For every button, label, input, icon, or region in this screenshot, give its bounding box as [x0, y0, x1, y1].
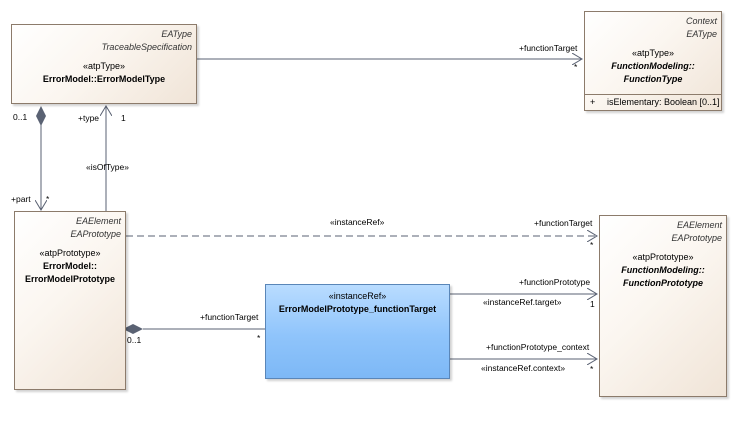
- class-error-model-prototype[interactable]: EAElement EAPrototype «atpPrototype» Err…: [14, 211, 126, 390]
- role-label: +functionPrototype_context: [486, 342, 590, 352]
- multiplicity-label: *: [257, 333, 261, 343]
- composition-diamond-left: [123, 324, 143, 334]
- stereotype-label: EAType: [161, 29, 192, 39]
- stereotype-label: «instanceRef.context»: [481, 363, 566, 373]
- class-kind: «atpType»: [82, 61, 126, 71]
- multiplicity-label: 0..1: [127, 335, 142, 345]
- class-kind: «atpPrototype»: [632, 252, 694, 262]
- class-kind: «atpPrototype»: [39, 248, 101, 258]
- multiplicity-label: 1: [590, 299, 595, 309]
- role-label: +functionPrototype: [519, 277, 591, 287]
- stereotype-label: Context: [685, 16, 717, 26]
- stereotype-label: «isOfType»: [86, 162, 129, 172]
- stereotype-label: EAElement: [75, 216, 121, 226]
- class-name-line: FunctionModeling::: [611, 61, 695, 71]
- class-instance-ref[interactable]: «instanceRef» ErrorModelPrototype_functi…: [265, 284, 450, 379]
- class-name-line: ErrorModel::: [43, 261, 97, 271]
- class-function-prototype[interactable]: EAElement EAPrototype «atpPrototype» Fun…: [599, 215, 727, 397]
- class-name-line: FunctionType: [623, 74, 683, 84]
- role-label: +functionTarget: [534, 218, 593, 228]
- stereotype-label: EAType: [686, 29, 717, 39]
- stereotype-label: «instanceRef»: [330, 217, 385, 227]
- role-label: +type: [78, 113, 100, 123]
- class-kind: «atpType»: [631, 48, 675, 58]
- class-name-line: FunctionPrototype: [623, 278, 703, 288]
- class-kind: «instanceRef»: [328, 291, 387, 301]
- stereotype-label: TraceableSpecification: [101, 42, 192, 52]
- role-label: +functionTarget: [200, 312, 259, 322]
- class-function-type[interactable]: Context EAType «atpType» FunctionModelin…: [584, 11, 722, 111]
- class-error-model-type[interactable]: EAType TraceableSpecification «atpType» …: [11, 24, 197, 104]
- class-name: ErrorModel::ErrorModelType: [42, 74, 166, 84]
- multiplicity-label: *: [574, 62, 578, 72]
- role-label: +functionTarget: [519, 43, 578, 53]
- multiplicity-label: 1: [121, 113, 126, 123]
- multiplicity-label: *: [590, 364, 594, 374]
- stereotype-label: EAElement: [676, 220, 722, 230]
- class-name: ErrorModelPrototype_functionTarget: [278, 304, 437, 314]
- role-label: +part: [11, 194, 31, 204]
- class-name-line: ErrorModelPrototype: [24, 274, 115, 284]
- attribute-visibility: +: [590, 97, 596, 107]
- multiplicity-label: *: [46, 194, 50, 204]
- stereotype-label: EAPrototype: [70, 229, 121, 239]
- stereotype-label: «instanceRef.target»: [483, 297, 562, 307]
- multiplicity-label: 0..1: [13, 112, 28, 122]
- attribute-compartment-divider: [585, 94, 721, 95]
- multiplicity-label: *: [590, 240, 594, 250]
- stereotype-label: EAPrototype: [671, 233, 722, 243]
- class-name-line: FunctionModeling::: [621, 265, 705, 275]
- composition-diamond-top: [36, 106, 46, 126]
- attribute-is-elementary[interactable]: isElementary: Boolean [0..1]: [607, 97, 720, 107]
